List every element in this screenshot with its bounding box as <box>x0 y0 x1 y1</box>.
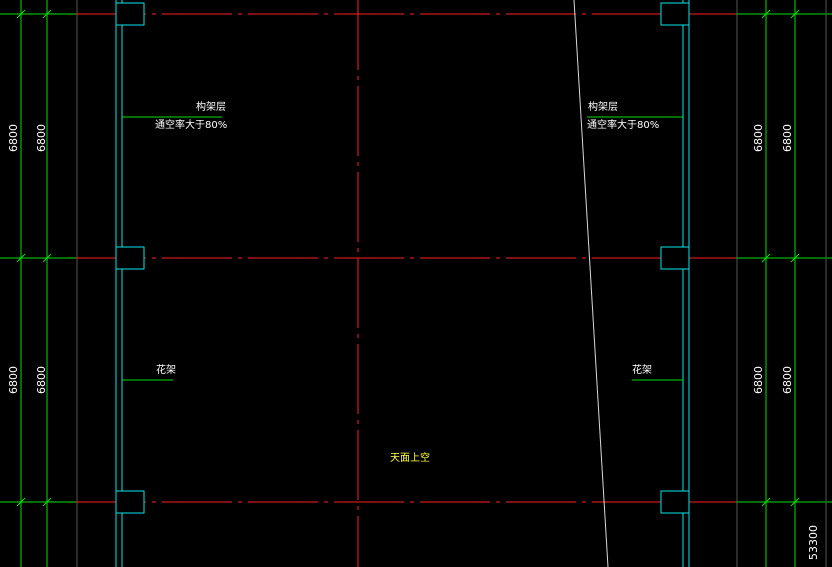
label-frame-layer-right: 构架层 <box>588 102 618 113</box>
dim-text-total: 53300 <box>807 525 820 560</box>
tick <box>761 9 771 19</box>
dim-text-left-inner-top: 6800 <box>35 124 48 152</box>
tick <box>761 253 771 263</box>
tick <box>42 253 52 263</box>
dim-text-right-outer-mid: 6800 <box>781 366 794 394</box>
column-left-mid <box>115 246 145 270</box>
label-roof-void: 天面上空 <box>390 453 430 464</box>
slope-line <box>573 0 609 567</box>
label-frame-layer-left: 构架层 <box>196 102 226 113</box>
tick <box>761 497 771 507</box>
walls <box>115 0 690 567</box>
tick <box>16 497 26 507</box>
axis-lines <box>76 0 736 567</box>
tick <box>16 253 26 263</box>
dim-text-right-inner-top: 6800 <box>752 124 765 152</box>
tick <box>42 497 52 507</box>
column-right-bot <box>660 490 690 514</box>
label-trellis-left: 花架 <box>156 365 176 376</box>
column-left-bot <box>115 490 145 514</box>
tick <box>790 497 800 507</box>
label-porosity-left: 通空率大于80% <box>155 120 228 131</box>
dim-text-right-inner-mid: 6800 <box>752 366 765 394</box>
tick <box>790 253 800 263</box>
column-right-mid <box>660 246 690 270</box>
tick <box>790 9 800 19</box>
label-trellis-right: 花架 <box>632 365 652 376</box>
guide-lines <box>76 0 827 567</box>
dim-text-left-outer-mid: 6800 <box>7 366 20 394</box>
column-right-top <box>660 2 690 26</box>
dim-text-left-outer-top: 6800 <box>7 124 20 152</box>
dim-text-right-outer-top: 6800 <box>781 124 794 152</box>
column-left-top <box>115 2 145 26</box>
label-porosity-right: 通空率大于80% <box>587 120 660 131</box>
tick <box>42 9 52 19</box>
tick <box>16 9 26 19</box>
dim-text-left-inner-mid: 6800 <box>35 366 48 394</box>
